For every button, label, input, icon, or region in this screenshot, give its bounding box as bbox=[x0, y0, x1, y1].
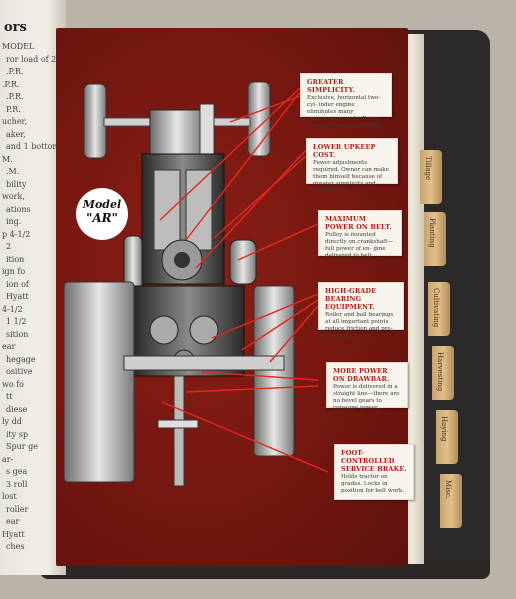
left-page-line: 2 bbox=[6, 242, 12, 251]
left-page-line: Hyatt bbox=[6, 292, 29, 301]
left-page-line: .P.R. bbox=[6, 92, 24, 101]
model-badge: Model "AR" bbox=[76, 188, 128, 240]
left-page-line: M. bbox=[2, 154, 13, 164]
arrow-bearing-1 bbox=[211, 293, 319, 339]
left-page-line: ear bbox=[6, 517, 20, 526]
left-page-line: diese bbox=[6, 404, 28, 414]
callout-greater-simplicity: Greater Simplicity. Exclusive, horizonta… bbox=[300, 73, 392, 129]
tab-tillage[interactable]: Tillage bbox=[420, 150, 442, 204]
model-label: Model bbox=[82, 198, 122, 211]
arrow-bearing-2 bbox=[241, 299, 319, 351]
left-page-line: .P.R. bbox=[6, 67, 24, 76]
tab-harvesting[interactable]: Harvesting bbox=[432, 346, 454, 400]
left-page-line: ositive bbox=[6, 367, 33, 376]
tab-cultivating[interactable]: Cultivating bbox=[428, 282, 450, 336]
arrow-upkeep-1 bbox=[195, 149, 307, 269]
left-page-line: ucher, bbox=[2, 117, 28, 126]
left-page-line: bility bbox=[6, 179, 27, 189]
callout-more-power-drawbar: More Power on Drawbar. Power is delivere… bbox=[326, 362, 408, 411]
left-page-line: ear bbox=[2, 342, 16, 351]
left-page-line: roller bbox=[6, 504, 29, 514]
left-page-line: p 4-1/2 bbox=[2, 229, 31, 239]
left-page-line: tt bbox=[6, 392, 13, 401]
left-page-line: ches bbox=[6, 542, 25, 551]
left-page-line: work, bbox=[2, 192, 25, 201]
arrow-simplicity-1 bbox=[159, 87, 301, 221]
left-page-line: hegage bbox=[6, 354, 36, 364]
index-tabs: Tillage Planting Cultivating Harvesting … bbox=[418, 0, 462, 599]
left-page-line: MODEL bbox=[2, 42, 35, 51]
left-page-line: Hyatt bbox=[2, 529, 25, 539]
arrow-belt bbox=[237, 223, 319, 261]
callout-lower-upkeep: Lower Upkeep Cost. Fewer adjustments req… bbox=[306, 138, 398, 194]
model-name: "AR" bbox=[86, 211, 118, 225]
arrow-upkeep-2 bbox=[213, 155, 307, 239]
left-page-line: ly dd bbox=[2, 417, 22, 426]
left-page-line: ition bbox=[6, 254, 25, 264]
left-page-line: ar- bbox=[2, 454, 14, 464]
left-page-line: ity sp bbox=[6, 429, 29, 439]
left-page-line: and 1 bottom bbox=[6, 142, 60, 151]
left-page-line: wo fo bbox=[2, 379, 24, 389]
arrow-drawbar-1 bbox=[201, 371, 319, 381]
left-page-line: aker, bbox=[6, 129, 26, 139]
left-page-line: P.R. bbox=[6, 104, 21, 114]
left-page-line: ign fo bbox=[2, 267, 26, 276]
arrow-bearing-3 bbox=[269, 305, 319, 363]
tab-misc[interactable]: Misc. bbox=[440, 474, 462, 528]
tab-haying[interactable]: Haying bbox=[436, 410, 458, 464]
left-page-line: ations bbox=[6, 204, 31, 214]
tab-planting[interactable]: Planting bbox=[424, 212, 446, 266]
left-page-line: sition bbox=[6, 329, 29, 339]
left-page: ors MODEL ror load of 2 bot .P.R. .P.R. .P.R… bbox=[0, 0, 66, 575]
arrow-simplicity-2 bbox=[185, 91, 301, 241]
callout-maximum-power-belt: Maximum Power on Belt. Pulley is mounted… bbox=[318, 210, 402, 259]
arrow-simplicity-3 bbox=[229, 95, 301, 123]
left-page-line: ror load of 2 bot bbox=[6, 54, 66, 64]
left-page-header: ors bbox=[4, 20, 27, 35]
left-page-line: ing. bbox=[6, 217, 22, 226]
arrow-drawbar-2 bbox=[185, 385, 319, 393]
left-page-line: lost bbox=[2, 492, 17, 501]
left-page-line: s gea bbox=[6, 467, 28, 476]
left-page-line: ion of bbox=[6, 279, 29, 289]
arrow-brake bbox=[161, 401, 329, 473]
left-page-line: .P.R. bbox=[2, 79, 20, 89]
left-page-line: 1 1/2 bbox=[6, 317, 27, 326]
left-page-line: .M. bbox=[6, 167, 20, 176]
left-page-line: Spur ge bbox=[6, 442, 38, 451]
callout-high-grade-bearing: High-Grade Bearing Equipment. Roller and… bbox=[318, 282, 404, 339]
callout-foot-controlled-brake: Foot-Controlled Service Brake. Holds tra… bbox=[334, 444, 414, 500]
left-page-line: 4-1/2 bbox=[2, 304, 23, 314]
left-page-line: 3 roll bbox=[6, 479, 28, 489]
